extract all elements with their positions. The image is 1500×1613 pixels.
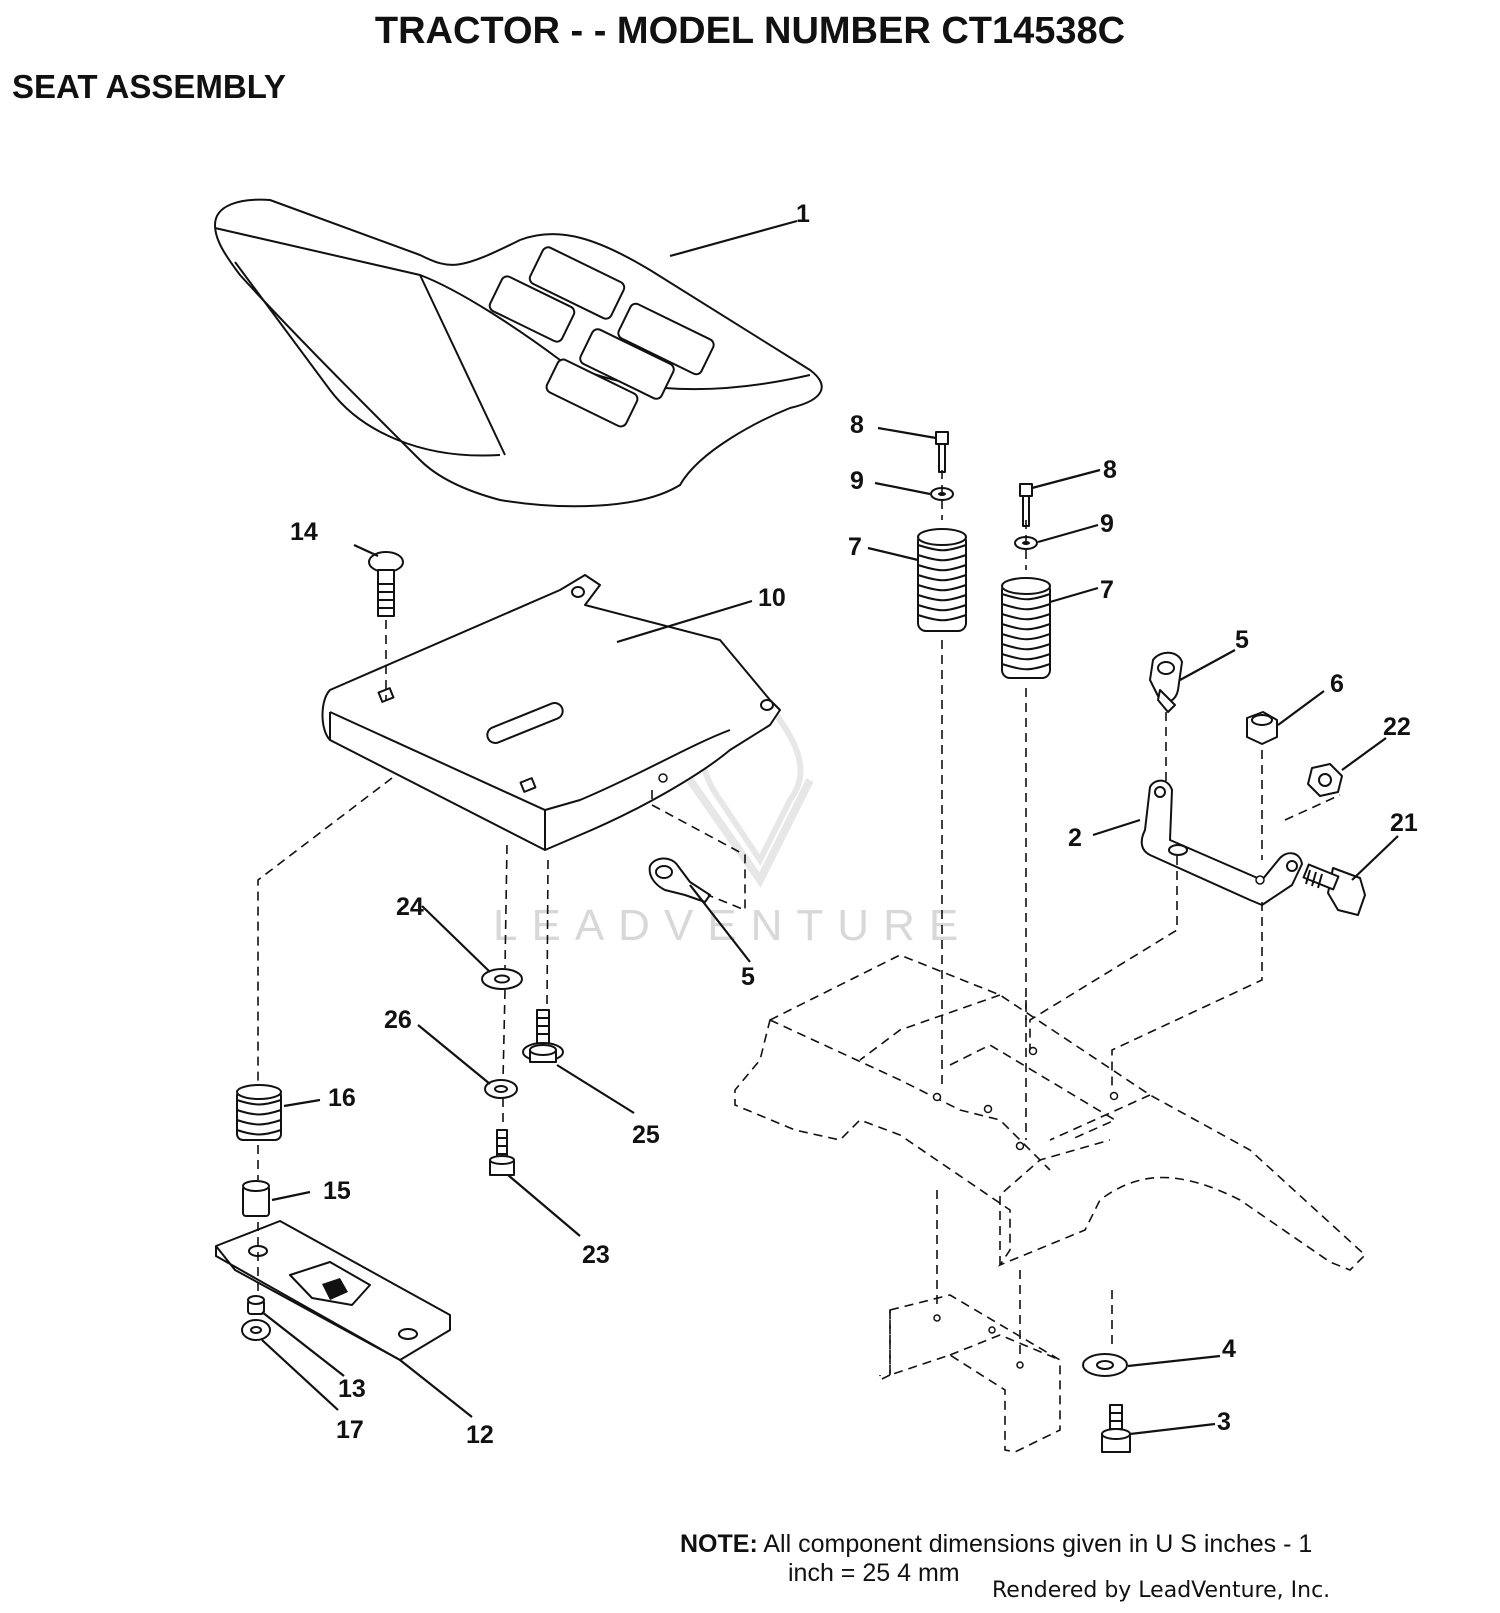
seat-part <box>214 198 823 508</box>
watermark-text: LEADVENTURE <box>493 901 972 950</box>
callout-7-left: 7 <box>848 533 862 561</box>
note-label: NOTE: <box>680 1530 758 1558</box>
callout-5-upper: 5 <box>1235 626 1249 654</box>
spring-stack-left <box>917 431 967 632</box>
washer-26-part <box>484 1079 518 1099</box>
callout-labels: 1 2 3 4 5 5 6 7 7 8 8 9 9 10 12 13 14 15… <box>290 200 1418 1449</box>
callout-8-left: 8 <box>850 411 864 439</box>
seat-pan-part <box>321 574 781 851</box>
callout-8-right: 8 <box>1103 456 1117 484</box>
small-spring-part <box>236 1084 282 1141</box>
rendered-by-credit: Rendered by LeadVenture, Inc. <box>992 1578 1331 1603</box>
spacer-13-part <box>247 1295 265 1315</box>
flange-bolt-part <box>522 1009 564 1063</box>
washer-24-part <box>481 968 523 990</box>
note-line-1: All component dimensions given in U S in… <box>763 1530 1313 1558</box>
callout-4: 4 <box>1222 1335 1236 1363</box>
callout-2: 2 <box>1068 824 1082 852</box>
section-title: SEAT ASSEMBLY <box>12 68 286 105</box>
callout-12: 12 <box>466 1421 494 1449</box>
callout-16: 16 <box>328 1084 356 1112</box>
callout-7-right: 7 <box>1100 576 1114 604</box>
callout-9-right: 9 <box>1100 510 1114 538</box>
lock-nut-part <box>1307 763 1343 797</box>
hex-nut-part <box>1246 711 1278 745</box>
callout-23: 23 <box>582 1241 610 1269</box>
seat-clip-upper <box>1149 651 1183 713</box>
callout-9-left: 9 <box>850 467 864 495</box>
fender-phantom-outline <box>734 954 1367 1453</box>
mounting-plate-part <box>215 1220 451 1361</box>
flange-nut-17-part <box>241 1319 271 1341</box>
callout-6: 6 <box>1330 670 1344 698</box>
note-line-2: inch = 25 4 mm <box>788 1559 960 1587</box>
assembly-center-lines <box>257 470 1341 1360</box>
callout-5-lower: 5 <box>741 963 755 991</box>
callout-leaders <box>261 219 1399 1436</box>
washer-4-part <box>1082 1353 1128 1377</box>
callout-25: 25 <box>632 1121 660 1149</box>
page-title: TRACTOR - - MODEL NUMBER CT14538C <box>374 10 1126 52</box>
callout-24: 24 <box>396 893 424 921</box>
seat-bracket-part <box>1140 779 1303 906</box>
dimension-note: NOTE: All component dimensions given in … <box>680 1530 1420 1588</box>
callout-3: 3 <box>1217 1408 1231 1436</box>
callout-26: 26 <box>384 1006 412 1034</box>
bolt-3-part <box>1101 1404 1131 1453</box>
hex-bolt-part <box>1302 863 1366 916</box>
callout-1: 1 <box>796 200 810 228</box>
carriage-bolt-part <box>368 551 404 617</box>
seat-clip-lower <box>648 857 711 903</box>
bolt-23-part <box>489 1129 515 1176</box>
callout-17: 17 <box>336 1416 364 1444</box>
callout-22: 22 <box>1383 713 1411 741</box>
callout-10: 10 <box>758 584 786 612</box>
spring-stack-right <box>1001 483 1051 679</box>
callout-21: 21 <box>1390 809 1418 837</box>
callout-13: 13 <box>338 1375 366 1403</box>
callout-15: 15 <box>323 1177 351 1205</box>
spacer-part <box>242 1180 270 1217</box>
callout-14: 14 <box>290 518 318 546</box>
